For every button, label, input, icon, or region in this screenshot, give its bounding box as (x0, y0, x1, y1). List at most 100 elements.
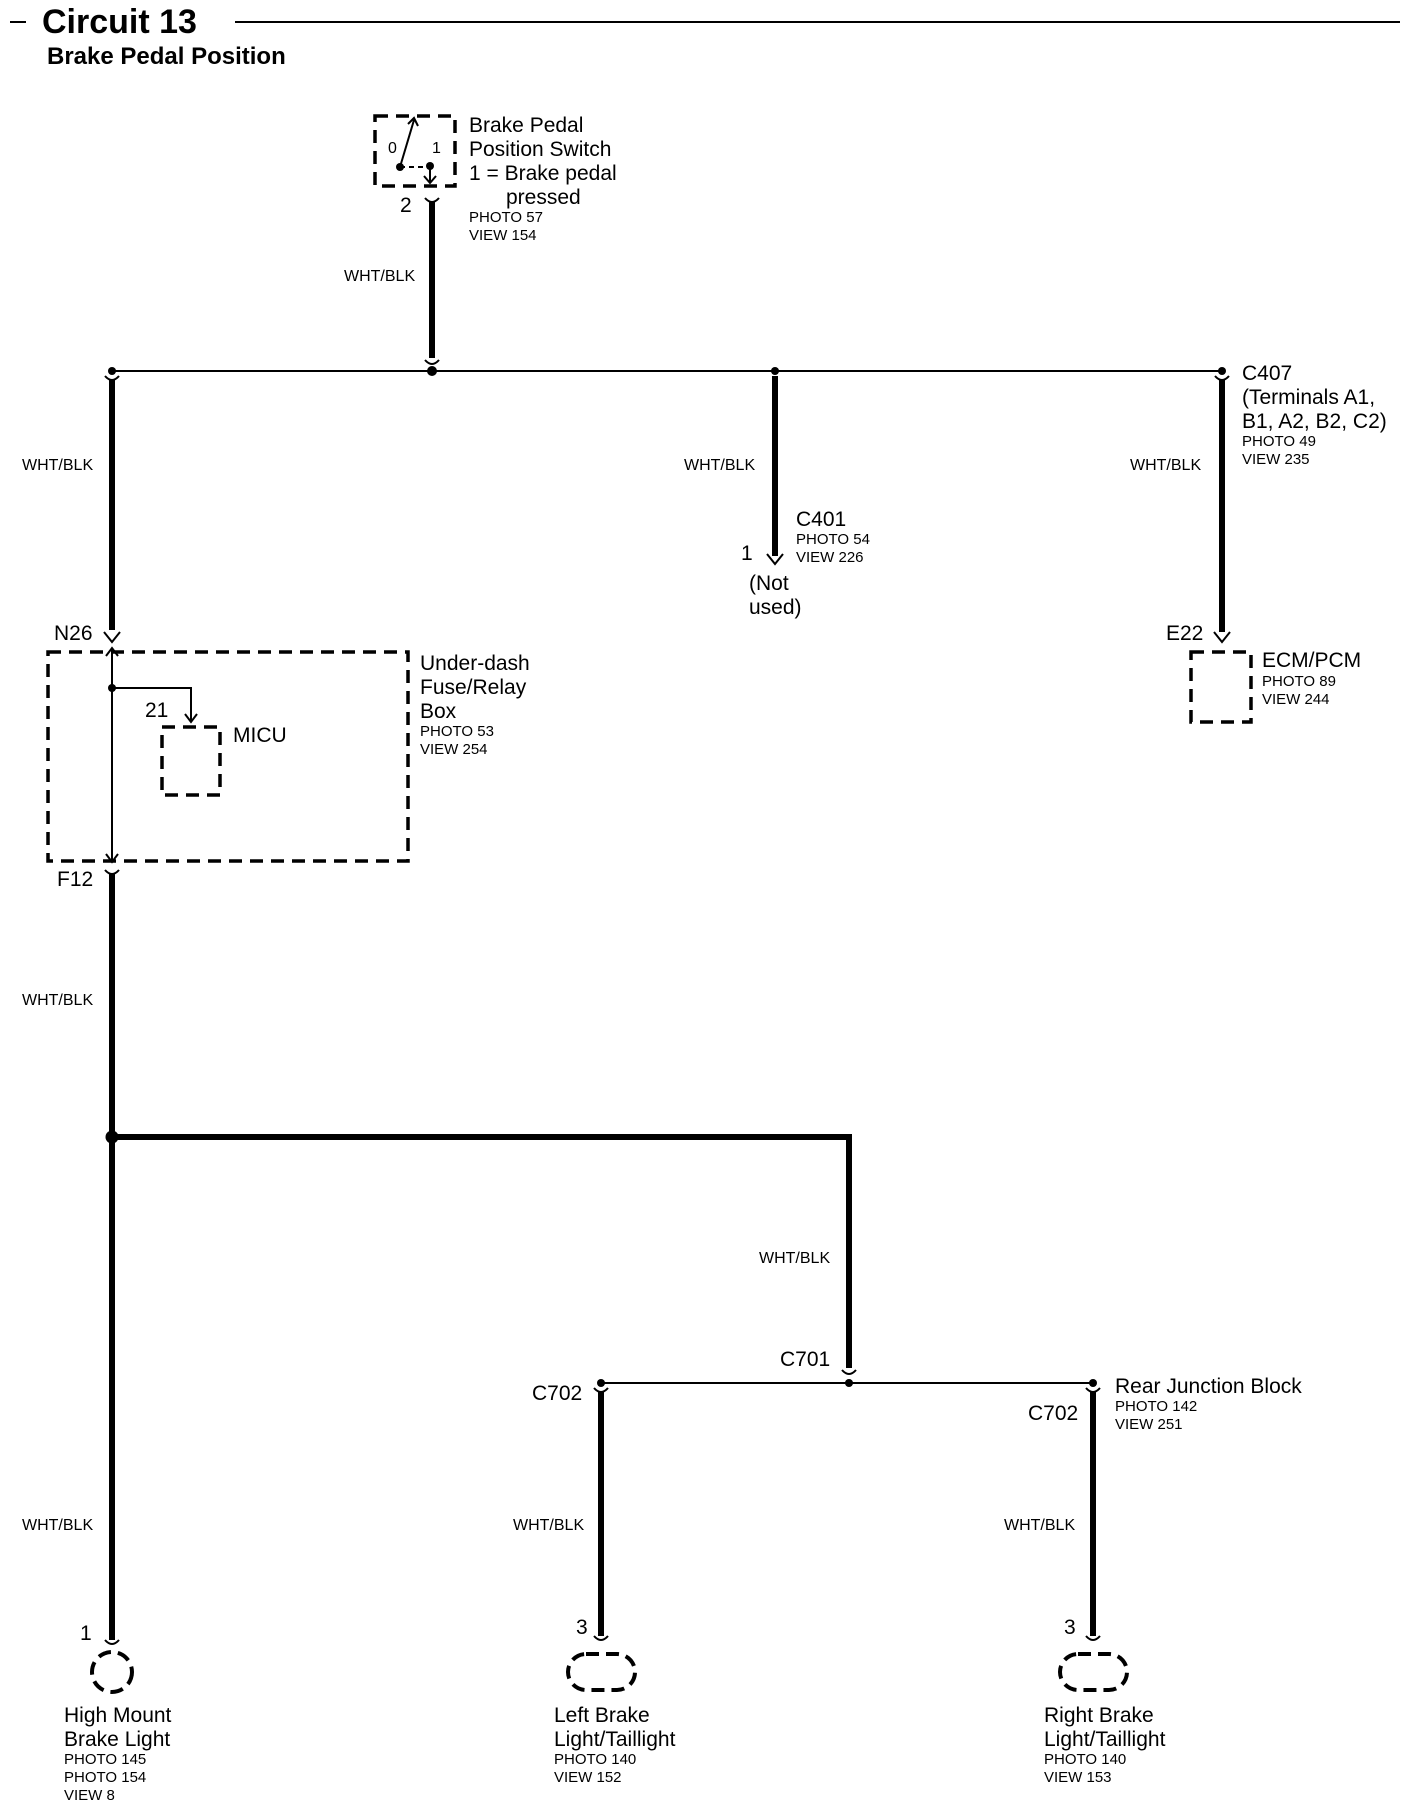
junction-splice-right (1089, 1379, 1097, 1387)
junction-splice-center (845, 1379, 853, 1387)
wire-label-right-light: WHT/BLK (1004, 1517, 1075, 1534)
wire-label-left-middle: WHT/BLK (22, 992, 93, 1009)
page-title: Circuit 13 (42, 3, 197, 41)
c401-note-1: (Not (749, 572, 789, 595)
c407-right-connector-icon (1214, 375, 1230, 381)
micu-label: MICU (233, 724, 287, 747)
ecm-view: VIEW 244 (1262, 691, 1330, 708)
switch-state-on: 1 (432, 140, 441, 157)
micu-branch-wire (112, 687, 192, 722)
micu-box (160, 725, 222, 797)
splice-point-switch (427, 366, 437, 376)
high-mount-name-2: Brake Light (64, 1728, 170, 1751)
c407-name-1: C407 (1242, 362, 1292, 385)
brake-switch-view: VIEW 154 (469, 227, 537, 244)
ecm-name: ECM/PCM (1262, 649, 1361, 672)
switch-connector-icon (424, 197, 440, 203)
high-mount-name-1: High Mount (64, 1704, 172, 1727)
splice-point-right (1218, 367, 1226, 375)
page-subtitle: Brake Pedal Position (47, 43, 286, 70)
wire-label-right-top: WHT/BLK (1130, 457, 1201, 474)
brake-switch-name-4: pressed (506, 186, 581, 209)
brake-switch-photo: PHOTO 57 (469, 209, 543, 226)
wire-splice-to-c701 (112, 1134, 852, 1368)
fuse-box-arrow-up-icon (105, 646, 119, 657)
c401-name: C401 (796, 508, 846, 531)
bus-connector-icon (424, 359, 440, 365)
right-light-photo: PHOTO 140 (1044, 1751, 1126, 1768)
high-mount-photo-1: PHOTO 145 (64, 1751, 146, 1768)
left-light-bulb-icon (566, 1652, 637, 1692)
right-light-bulb-icon (1058, 1652, 1129, 1692)
c401-pin: 1 (741, 542, 753, 565)
high-mount-connector-icon (104, 1639, 120, 1645)
wire-label-middle: WHT/BLK (684, 457, 755, 474)
c407-photo: PHOTO 49 (1242, 433, 1316, 450)
c401-connector-icon (766, 553, 784, 566)
c401-note-2: used) (749, 596, 802, 619)
left-light-view: VIEW 152 (554, 1769, 622, 1786)
micu-arrow-icon (184, 713, 198, 724)
right-light-name-1: Right Brake (1044, 1704, 1154, 1727)
fuse-box-view: VIEW 254 (420, 741, 488, 758)
fuse-box-pin-in: N26 (54, 622, 93, 645)
micu-pin: 21 (145, 699, 168, 722)
n26-connector-icon (103, 631, 121, 644)
c407-left-connector-icon (104, 375, 120, 381)
switch-state-off: 0 (388, 140, 397, 157)
wire-label-c701: WHT/BLK (759, 1250, 830, 1267)
c702-right-label: C702 (1028, 1402, 1078, 1425)
c701-connector-icon (841, 1369, 857, 1375)
right-light-view: VIEW 153 (1044, 1769, 1112, 1786)
c702-left-connector-icon (593, 1387, 609, 1393)
high-mount-pin: 1 (80, 1622, 92, 1645)
fuse-box-arrow-down-icon (105, 853, 119, 864)
brake-switch-box (373, 114, 457, 188)
c702-right-connector-icon (1085, 1387, 1101, 1393)
high-mount-view: VIEW 8 (64, 1787, 115, 1804)
c701-label: C701 (780, 1348, 830, 1371)
left-light-name-1: Left Brake (554, 1704, 650, 1727)
c407-name-3: B1, A2, B2, C2) (1242, 410, 1387, 433)
left-light-connector-icon (593, 1635, 609, 1641)
c407-view: VIEW 235 (1242, 451, 1310, 468)
right-light-name-2: Light/Taillight (1044, 1728, 1166, 1751)
brake-switch-name-2: Position Switch (469, 138, 611, 161)
c702-left-label: C702 (532, 1382, 582, 1405)
e22-connector-icon (1213, 631, 1231, 644)
splice-point-left (108, 367, 116, 375)
ecm-box (1189, 650, 1253, 724)
fuse-box-pin-out: F12 (57, 868, 93, 891)
wire-label-left-bottom: WHT/BLK (22, 1517, 93, 1534)
fuse-box-name-2: Fuse/Relay (420, 676, 527, 699)
right-light-pin: 3 (1064, 1616, 1076, 1639)
c401-view: VIEW 226 (796, 549, 864, 566)
left-light-pin: 3 (576, 1616, 588, 1639)
wire-label-switch: WHT/BLK (344, 268, 415, 285)
splice-point-middle (771, 367, 779, 375)
brake-switch-pin: 2 (400, 194, 412, 217)
c401-photo: PHOTO 54 (796, 531, 870, 548)
high-mount-photo-2: PHOTO 154 (64, 1769, 146, 1786)
wire-label-left-top: WHT/BLK (22, 457, 93, 474)
left-light-photo: PHOTO 140 (554, 1751, 636, 1768)
fuse-box-photo: PHOTO 53 (420, 723, 494, 740)
fuse-box-name-3: Box (420, 700, 457, 723)
fuse-box (46, 650, 410, 863)
junction-photo: PHOTO 142 (1115, 1398, 1197, 1415)
f12-connector-icon (104, 869, 120, 875)
junction-splice-left (597, 1379, 605, 1387)
right-light-connector-icon (1085, 1635, 1101, 1641)
ecm-pin: E22 (1166, 622, 1203, 645)
fuse-box-name-1: Under-dash (420, 652, 530, 675)
ecm-photo: PHOTO 89 (1262, 673, 1336, 690)
brake-switch-name-3: 1 = Brake pedal (469, 162, 617, 185)
switch-symbol-icon (396, 116, 437, 185)
high-mount-bulb-icon (90, 1650, 134, 1694)
brake-switch-name-1: Brake Pedal (469, 114, 583, 137)
junction-view: VIEW 251 (1115, 1416, 1183, 1433)
c407-name-2: (Terminals A1, (1242, 386, 1375, 409)
wire-label-left-light: WHT/BLK (513, 1517, 584, 1534)
junction-name: Rear Junction Block (1115, 1375, 1302, 1398)
